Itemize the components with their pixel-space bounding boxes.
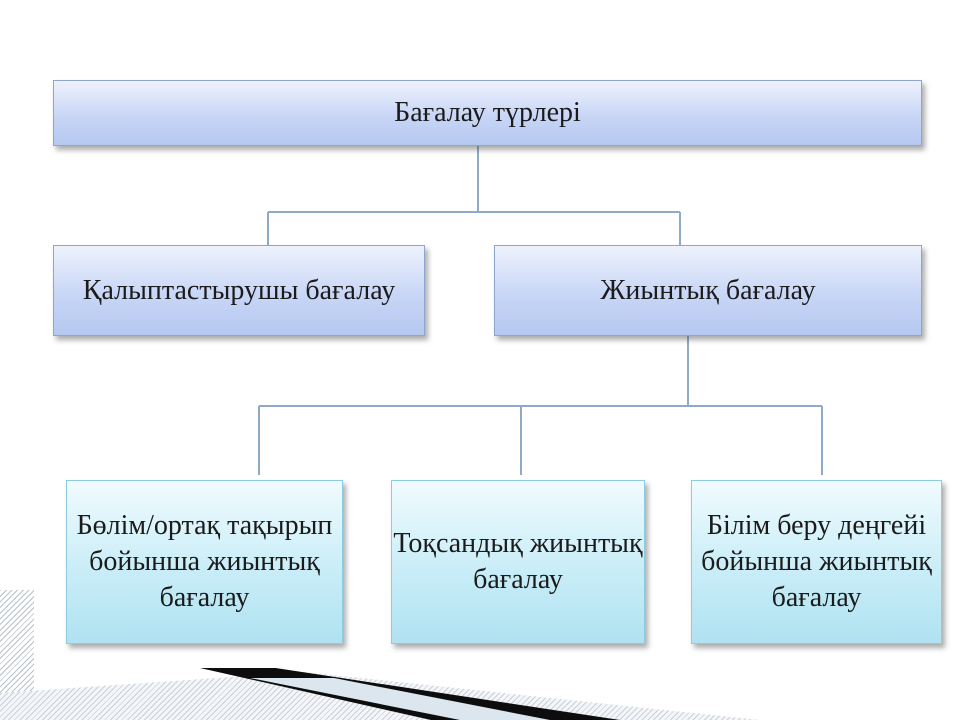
term-summative-text: Тоқсандық жиынтық бағалау — [393, 526, 642, 598]
formative-assessment-label: Қалыптастырушы бағалау — [82, 274, 396, 306]
unit-summative-text: Бөлім/ортақ тақырып бойынша жиынтық баға… — [77, 508, 333, 616]
unit-summative-line: бойынша жиынтық — [89, 546, 320, 577]
unit-summative-box: Бөлім/ортақ тақырып бойынша жиынтық баға… — [66, 480, 343, 644]
summative-assessment-label: Жиынтық бағалау — [600, 274, 816, 306]
level-summative-line: бағалау — [771, 582, 862, 613]
level-summative-line: бойынша жиынтық — [701, 546, 932, 577]
term-summative-line: бағалау — [473, 564, 563, 595]
unit-summative-line: бағалау — [159, 582, 250, 613]
level-summative-text: Білім беру деңгейі бойынша жиынтық бағал… — [701, 508, 932, 616]
unit-summative-line: Бөлім/ортақ тақырып — [76, 510, 333, 541]
root-node-label: Бағалау түрлері — [394, 97, 581, 128]
summative-assessment-box: Жиынтық бағалау — [494, 245, 922, 336]
root-node-box: Бағалау түрлері — [53, 80, 922, 146]
formative-assessment-box: Қалыптастырушы бағалау — [53, 245, 425, 336]
term-summative-box: Тоқсандық жиынтық бағалау — [391, 480, 645, 644]
level-summative-line: Білім беру деңгейі — [706, 510, 927, 541]
level-summative-box: Білім беру деңгейі бойынша жиынтық бағал… — [691, 480, 942, 644]
term-summative-line: Тоқсандық жиынтық — [393, 528, 643, 559]
